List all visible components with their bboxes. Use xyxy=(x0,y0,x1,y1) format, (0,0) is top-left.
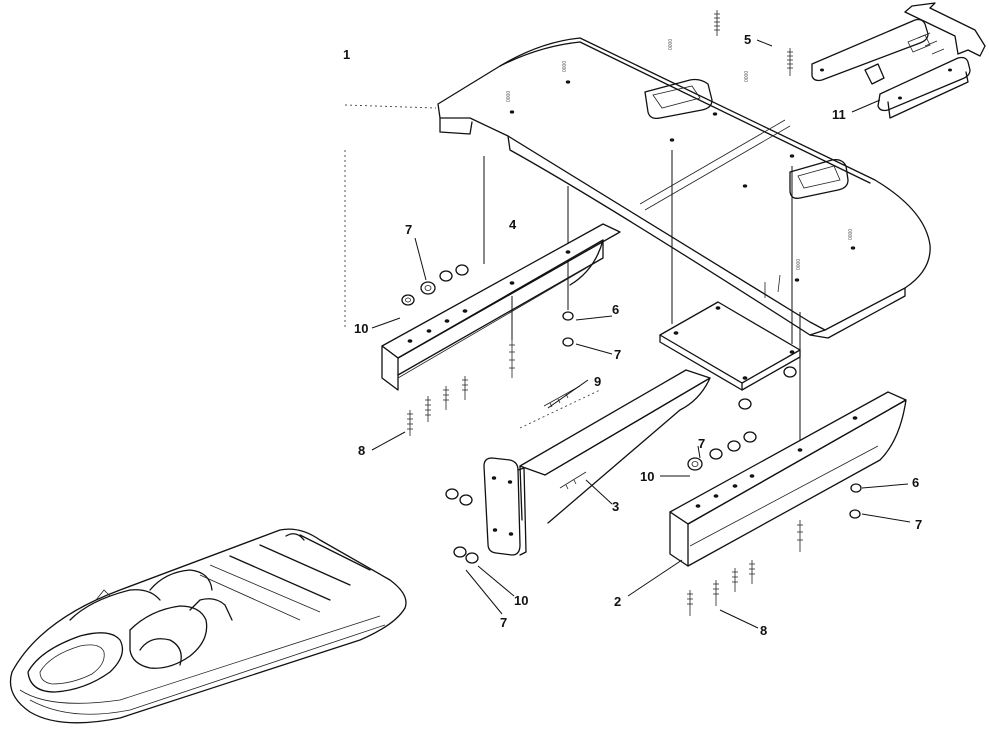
callout-6-a: 6 xyxy=(612,302,619,317)
washers-left xyxy=(401,264,479,564)
svg-text:0000: 0000 xyxy=(848,229,854,240)
svg-text:0000: 0000 xyxy=(668,39,674,50)
callout-9: 9 xyxy=(594,374,601,389)
callout-10-c: 10 xyxy=(514,593,528,608)
svg-text:0000: 0000 xyxy=(506,91,512,102)
svg-text:0000: 0000 xyxy=(562,61,568,72)
callout-7-d: 7 xyxy=(915,517,922,532)
callout-3: 3 xyxy=(612,499,619,514)
boarding-ladder xyxy=(811,2,986,119)
callout-7-a: 7 xyxy=(405,222,412,237)
callout-8-a: 8 xyxy=(358,443,365,458)
washers-right xyxy=(562,311,862,519)
right-bracket xyxy=(669,391,907,567)
fastener-5 xyxy=(714,10,793,76)
callout-1: 1 xyxy=(343,47,350,62)
callout-7-b: 7 xyxy=(614,347,621,362)
callout-10-b: 10 xyxy=(640,469,654,484)
callout-5: 5 xyxy=(744,32,751,47)
callout-7-c: 7 xyxy=(698,436,705,451)
callout-8-b: 8 xyxy=(760,623,767,638)
callout-labels: 1 5 11 4 7 10 8 6 7 9 7 10 6 3 7 2 8 10 … xyxy=(343,32,922,638)
callout-10-a: 10 xyxy=(354,321,368,336)
center-support xyxy=(483,301,801,556)
boat-illustration xyxy=(9,528,407,724)
leader-lines xyxy=(371,39,911,629)
svg-text:0000: 0000 xyxy=(744,71,750,82)
callout-4: 4 xyxy=(509,217,517,232)
callout-11: 11 xyxy=(832,107,846,122)
bolts xyxy=(407,340,803,616)
swim-platform: 0000 0000 0000 0000 0000 0000 xyxy=(437,37,931,339)
callout-6-b: 6 xyxy=(912,475,919,490)
callout-7-e: 7 xyxy=(500,615,507,630)
assembly-lines xyxy=(344,104,801,440)
svg-text:0000: 0000 xyxy=(796,259,802,270)
callout-2: 2 xyxy=(614,594,621,609)
left-bracket xyxy=(381,223,621,391)
